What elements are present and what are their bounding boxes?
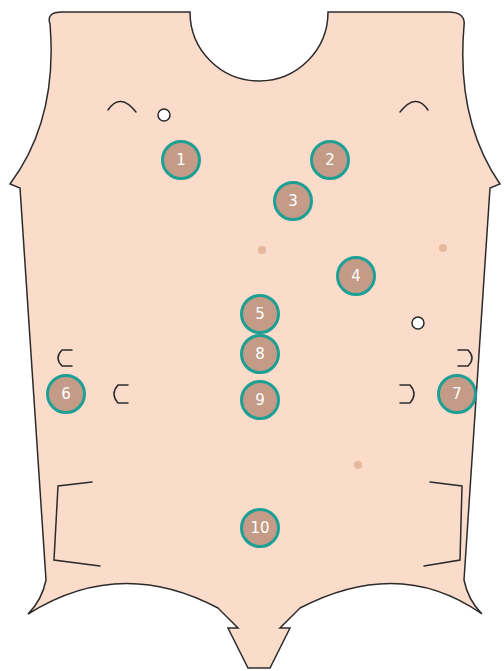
hook-slot — [108, 101, 136, 112]
callout-circle: 5 — [239, 293, 281, 335]
callout-circle-fill — [275, 183, 312, 220]
callout-number: 7 — [452, 387, 462, 402]
nipple-mark — [439, 244, 447, 252]
callout-circle: 6 — [45, 373, 87, 415]
strap-slot — [458, 350, 472, 366]
callout-circle: 4 — [335, 255, 377, 297]
callout-circle-fill — [242, 336, 279, 373]
callout-number: 2 — [325, 153, 335, 168]
callout-circle: 10 — [239, 507, 281, 549]
navel-mark — [354, 461, 362, 469]
callout-circle-fill — [242, 510, 279, 547]
callout-circle-fill — [312, 142, 349, 179]
callout-number: 5 — [255, 307, 265, 322]
callout-number: 1 — [176, 153, 186, 168]
callout-circle-fill — [242, 296, 279, 333]
callout-circle: 2 — [309, 139, 351, 181]
callout-circle-fill — [439, 376, 476, 413]
skin-outline — [10, 12, 500, 668]
callout-number: 6 — [61, 387, 71, 402]
callout-number: 4 — [351, 269, 361, 284]
strap-slot — [58, 350, 72, 366]
callout-circle-fill — [242, 382, 279, 419]
callout-circle: 7 — [436, 373, 478, 415]
callout-number: 9 — [255, 393, 265, 408]
strap-slot — [114, 385, 128, 403]
callout-number: 3 — [288, 194, 298, 209]
bracket-slot — [54, 482, 100, 566]
hook-slot — [400, 101, 428, 112]
strap-slot — [400, 385, 414, 403]
nipple-mark — [258, 246, 266, 254]
callout-circle-fill — [338, 258, 375, 295]
slots — [54, 101, 472, 566]
callout-circle-fill — [163, 142, 200, 179]
callout-circle: 8 — [239, 333, 281, 375]
callout-circle: 1 — [160, 139, 202, 181]
bracket-slot — [424, 482, 462, 566]
callout-circle-fill — [48, 376, 85, 413]
callout-number: 10 — [250, 521, 269, 536]
hole — [158, 109, 170, 121]
callout-circle: 3 — [272, 180, 314, 222]
hole — [412, 317, 424, 329]
callout-number: 8 — [255, 347, 265, 362]
callout-circle: 9 — [239, 379, 281, 421]
